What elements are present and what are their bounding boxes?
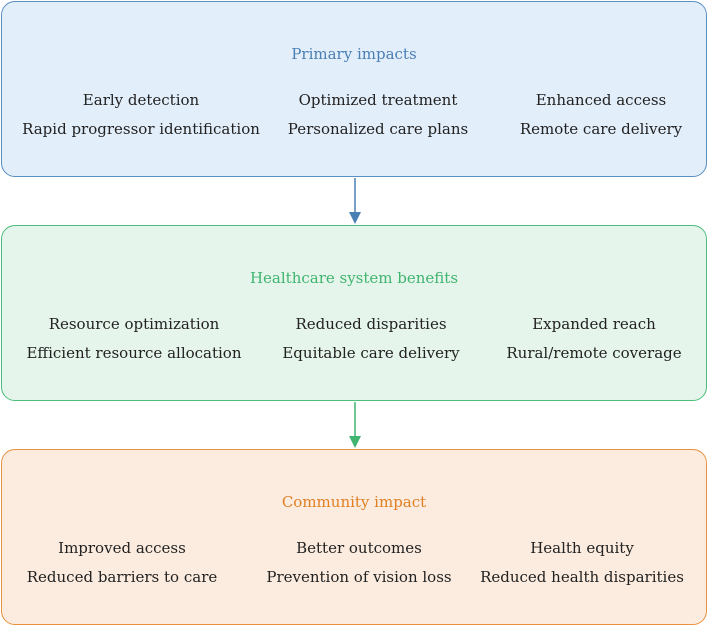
community-impact-box: Community impact Improved access Reduced… xyxy=(1,449,707,625)
health-equity-column: Health equity Reduced health disparities xyxy=(462,534,702,592)
arrow-primary-to-healthcare xyxy=(349,178,361,224)
reduced-disparities-column: Reduced disparities Equitable care deliv… xyxy=(251,310,491,368)
column-detail: Personalized care plans xyxy=(287,120,469,138)
column-detail: Rural/remote coverage xyxy=(506,344,682,362)
healthcare-system-benefits-title: Healthcare system benefits xyxy=(249,269,459,287)
column-heading: Improved access xyxy=(58,539,186,557)
column-heading: Reduced disparities xyxy=(295,315,447,333)
primary-impacts-box: Primary impacts Early detection Rapid pr… xyxy=(1,1,707,177)
column-heading: Better outcomes xyxy=(296,539,422,557)
column-heading: Enhanced access xyxy=(535,91,667,109)
expanded-reach-column: Expanded reach Rural/remote coverage xyxy=(474,310,709,368)
column-detail: Equitable care delivery xyxy=(282,344,460,362)
column-detail: Reduced barriers to care xyxy=(26,568,218,586)
resource-optimization-column: Resource optimization Efficient resource… xyxy=(14,310,254,368)
column-detail: Reduced health disparities xyxy=(480,568,684,586)
arrow-healthcare-to-community xyxy=(349,402,361,448)
column-detail: Rapid progressor identification xyxy=(22,120,260,138)
enhanced-access-column: Enhanced access Remote care delivery xyxy=(481,86,709,144)
healthcare-system-benefits-box: Healthcare system benefits Resource opti… xyxy=(1,225,707,401)
column-heading: Resource optimization xyxy=(48,315,220,333)
column-heading: Health equity xyxy=(530,539,634,557)
better-outcomes-column: Better outcomes Prevention of vision los… xyxy=(239,534,479,592)
column-heading: Optimized treatment xyxy=(298,91,458,109)
optimized-treatment-column: Optimized treatment Personalized care pl… xyxy=(258,86,498,144)
early-detection-column: Early detection Rapid progressor identif… xyxy=(21,86,261,144)
column-heading: Early detection xyxy=(82,91,200,109)
column-heading: Expanded reach xyxy=(532,315,656,333)
improved-access-column: Improved access Reduced barriers to care xyxy=(2,534,242,592)
primary-impacts-title: Primary impacts xyxy=(291,45,417,63)
column-detail: Prevention of vision loss xyxy=(266,568,452,586)
column-detail: Efficient resource allocation xyxy=(26,344,242,362)
community-impact-title: Community impact xyxy=(281,493,427,511)
column-detail: Remote care delivery xyxy=(519,120,683,138)
